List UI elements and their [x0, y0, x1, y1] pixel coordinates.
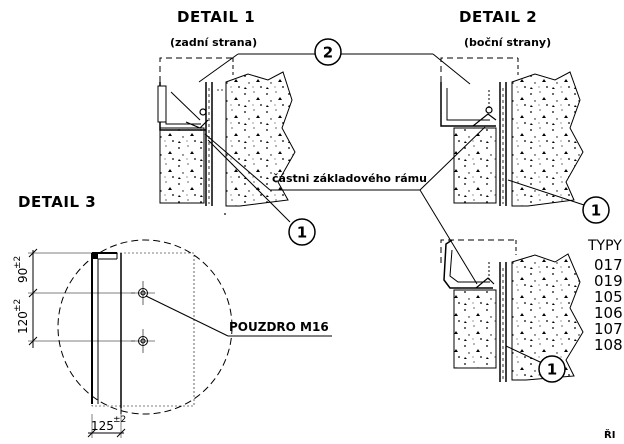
callout-1-d1-label: 1: [297, 224, 307, 242]
detail-1: DETAIL 1 (zadní strana): [157, 8, 296, 215]
callout-1-group: 1 1 1: [207, 139, 610, 383]
type-item: 105: [594, 288, 623, 306]
detail-2-title: DETAIL 2: [459, 8, 537, 26]
type-item: 106: [594, 304, 623, 322]
callout-1-d4-label: 1: [547, 361, 557, 379]
detail-1-subtitle: (zadní strana): [170, 36, 257, 49]
type-item: 107: [594, 320, 623, 338]
svg-text:±2: ±2: [13, 299, 23, 312]
dim-125: 125 ±2: [91, 415, 126, 433]
types-header: TYPY: [587, 238, 622, 254]
detail-2: DETAIL 2 (boční strany): [440, 8, 584, 207]
callout-circle-1-d2: [582, 196, 610, 224]
type-item: 019: [594, 272, 623, 290]
dim-120: 120 ±2: [13, 299, 30, 334]
dim-90: 90 ±2: [13, 256, 30, 283]
callout-circle-1-d4: [538, 355, 566, 383]
bushing-label: POUZDRO M16: [229, 320, 329, 334]
bushing-lower: [131, 329, 155, 353]
type-item: 017: [594, 256, 623, 274]
types-list: TYPY 017 019 105 106 107 108: [587, 238, 623, 354]
detail-1-title: DETAIL 1: [177, 8, 255, 26]
detail-4: [440, 239, 584, 382]
svg-text:±2: ±2: [113, 415, 126, 425]
callout-circle-1-d1: [288, 218, 316, 246]
frame-part-group: částni základového rámu: [204, 126, 486, 285]
callout-1-d2-label: 1: [591, 202, 601, 220]
callout-circle-2: [314, 38, 342, 66]
footer-fragment: ŘI: [604, 428, 615, 441]
detail-2-subtitle: (boční strany): [464, 36, 551, 49]
callout-2-group: 2: [198, 38, 471, 85]
svg-text:90: 90: [16, 268, 30, 283]
svg-text:125: 125: [91, 419, 114, 433]
svg-text:120: 120: [16, 311, 30, 334]
frame-part-label: částni základového rámu: [272, 172, 427, 185]
callout-2-label: 2: [323, 44, 333, 62]
detail-3: DETAIL 3 POUZDRO M16: [13, 193, 332, 438]
svg-text:±2: ±2: [13, 256, 23, 269]
detail-3-circle: [57, 239, 233, 415]
type-item: 108: [594, 336, 623, 354]
detail-3-title: DETAIL 3: [18, 193, 96, 211]
